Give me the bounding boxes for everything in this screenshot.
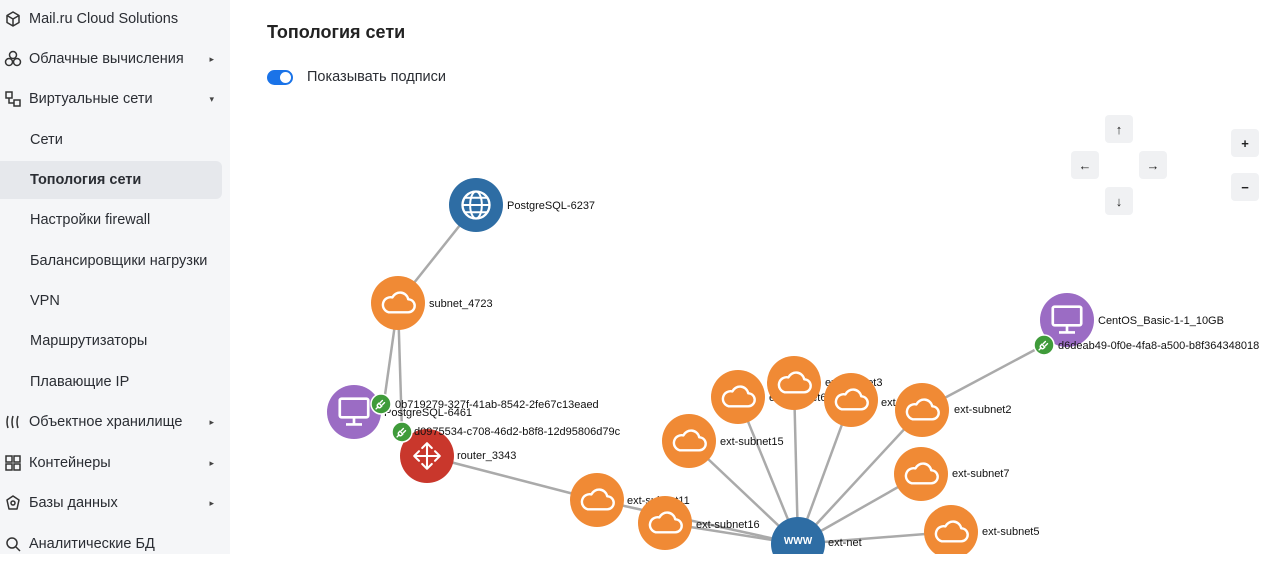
chevron-down-icon: ▾: [209, 93, 214, 104]
node-subnet-4723[interactable]: subnet_4723: [371, 276, 493, 330]
sidebar-item-label: Настройки firewall: [30, 212, 151, 228]
topology-edges: [382, 204, 1045, 546]
sidebar-item-containers[interactable]: Контейнеры ▸: [0, 444, 222, 482]
hexagons-icon: [4, 50, 22, 68]
pan-down-button[interactable]: ↓: [1105, 187, 1133, 215]
sidebar-item-vpn[interactable]: VPN: [0, 282, 222, 320]
sidebar-item-label: Аналитические БД: [29, 536, 155, 552]
node-label: router_3343: [457, 450, 516, 462]
edge: [797, 409, 923, 545]
sidebar-item-topology[interactable]: Топология сети: [0, 161, 222, 199]
sidebar-item-load-balancers[interactable]: Балансировщики нагрузки: [0, 242, 222, 280]
brand-name: Mail.ru Cloud Solutions: [29, 11, 179, 27]
sidebar-item-analytics-db[interactable]: Аналитические БД: [0, 525, 222, 563]
sidebar-item-floating-ip[interactable]: Плавающие IP: [0, 363, 222, 401]
node-label: d6deab49-0f0e-4fa8-a500-b8f364348018: [1058, 340, 1259, 352]
sidebar-item-label: Базы данных: [29, 495, 118, 511]
cube-icon: [4, 10, 22, 28]
sidebar-item-label: Объектное хранилище: [29, 414, 183, 430]
node-label: 0b719279-327f-41ab-8542-2fe67c13eaed: [395, 399, 599, 411]
show-labels-toggle[interactable]: [267, 70, 293, 85]
port-router[interactable]: d0975534-c708-46d2-b8f8-12d95806d79c: [391, 421, 621, 443]
analytics-icon: [4, 535, 22, 553]
node-centos[interactable]: CentOS_Basic-1-1_10GB: [1040, 293, 1224, 347]
sidebar-item-networks[interactable]: Сети: [0, 121, 222, 159]
sidebar-item-label: VPN: [30, 293, 60, 309]
zoom-out-button[interactable]: −: [1231, 173, 1259, 201]
sidebar-item-label: Топология сети: [30, 172, 142, 188]
node-postgresql-6461[interactable]: PostgreSQL-6461: [327, 385, 472, 439]
pan-left-button[interactable]: ←: [1071, 151, 1099, 179]
node-ext-subnet5[interactable]: ext-subnet5: [924, 505, 1039, 554]
chevron-right-icon: ▸: [209, 416, 214, 427]
node-label: ext-subnet7: [952, 468, 1009, 480]
topology-graph[interactable]: PostgreSQL-6237 subnet_4723 PostgreSQL-6…: [230, 110, 1280, 554]
node-label: ext-subnet15: [720, 436, 784, 448]
chevron-right-icon: ▸: [209, 457, 214, 468]
node-label: CentOS_Basic-1-1_10GB: [1098, 315, 1224, 327]
sidebar-item-label: Облачные вычисления: [29, 51, 184, 67]
node-ext-subnet2[interactable]: ext-subnet2: [895, 383, 1011, 437]
node-label: ext-subnet2: [954, 404, 1011, 416]
sidebar: Mail.ru Cloud Solutions Облачные вычисле…: [0, 0, 230, 554]
sidebar-item-label: Сети: [30, 132, 63, 148]
chevron-right-icon: ▸: [209, 497, 214, 508]
sidebar-item-label: Маршрутизаторы: [30, 333, 148, 349]
node-label: PostgreSQL-6237: [507, 200, 595, 212]
node-ext-subnet15[interactable]: ext-subnet15: [662, 414, 784, 468]
node-ext-net[interactable]: WWW ext-net: [771, 517, 862, 554]
show-labels-label: Показывать подписи: [307, 69, 446, 85]
www-icon: WWW: [784, 536, 813, 547]
storage-icon: [4, 413, 22, 431]
sidebar-item-databases[interactable]: Базы данных ▸: [0, 484, 222, 522]
port-centos[interactable]: d6deab49-0f0e-4fa8-a500-b8f364348018: [1033, 334, 1259, 356]
edge: [596, 498, 799, 546]
chevron-right-icon: ▸: [209, 53, 214, 64]
sidebar-item-cloud-computing[interactable]: Облачные вычисления ▸: [0, 40, 222, 78]
zoom-in-button[interactable]: +: [1231, 129, 1259, 157]
sidebar-item-label: Контейнеры: [29, 455, 111, 471]
node-label: subnet_4723: [429, 298, 493, 310]
node-label: ext-subnet16: [696, 519, 760, 531]
pan-right-button[interactable]: →: [1139, 151, 1167, 179]
node-label: PostgreSQL-6461: [384, 407, 472, 419]
sidebar-item-object-storage[interactable]: Объектное хранилище ▸: [0, 403, 222, 441]
node-label: d0975534-c708-46d2-b8f8-12d95806d79c: [414, 426, 621, 438]
brand-link[interactable]: Mail.ru Cloud Solutions: [0, 0, 222, 38]
node-label: ext-net: [828, 537, 862, 549]
sidebar-item-routers[interactable]: Маршрутизаторы: [0, 322, 222, 360]
toggle-knob: [280, 72, 291, 83]
node-router-3343[interactable]: router_3343: [400, 429, 516, 483]
sidebar-item-label: Виртуальные сети: [29, 91, 153, 107]
node-ext-subnet7[interactable]: ext-subnet7: [894, 447, 1009, 501]
page-title: Топология сети: [267, 22, 406, 42]
node-label: ext-subnet5: [982, 526, 1039, 538]
network-icon: [4, 90, 22, 108]
node-ext-subnet16[interactable]: ext-subnet16: [638, 496, 760, 550]
node-postgresql-6237[interactable]: PostgreSQL-6237: [449, 178, 595, 232]
sidebar-item-label: Плавающие IP: [30, 374, 130, 390]
sidebar-item-label: Балансировщики нагрузки: [30, 253, 208, 269]
edge: [426, 454, 598, 502]
sidebar-item-firewall[interactable]: Настройки firewall: [0, 201, 222, 239]
pan-up-button[interactable]: ↑: [1105, 115, 1133, 143]
sidebar-item-virtual-networks[interactable]: Виртуальные сети ▾: [0, 80, 222, 118]
database-icon: [4, 494, 22, 512]
port-pg6461[interactable]: 0b719279-327f-41ab-8542-2fe67c13eaed: [370, 393, 599, 415]
containers-icon: [4, 454, 22, 472]
